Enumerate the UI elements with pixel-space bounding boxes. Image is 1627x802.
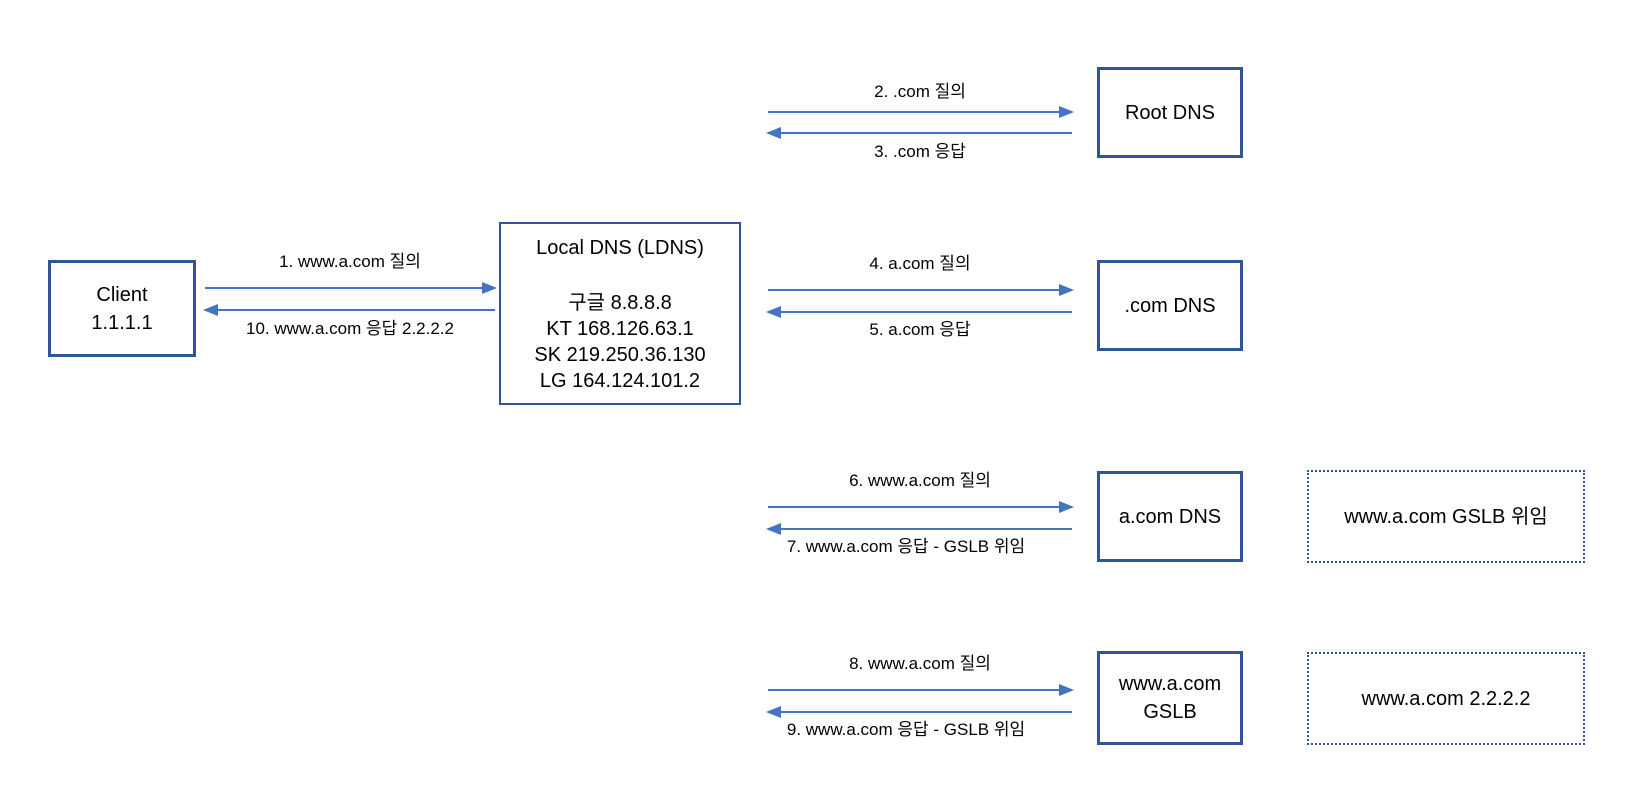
arrow-7-acom-to-ldns [768, 528, 1072, 530]
arrow-label-4-query: 4. a.com 질의 [869, 254, 971, 273]
root-dns-box: Root DNS [1097, 67, 1243, 158]
arrow-label-1-query: 1. www.a.com 질의 [279, 252, 421, 271]
root-dns-label: Root DNS [1124, 101, 1216, 124]
ldns-entry-kt: KT 168.126.63.1 [546, 318, 694, 340]
arrow-10-ldns-to-client [205, 309, 495, 311]
arrow-label-2-query: 2. .com 질의 [874, 82, 966, 101]
ldns-entry-lg: LG 164.124.101.2 [539, 370, 701, 392]
arrow-label-5-response: 5. a.com 응답 [869, 320, 971, 339]
arrow-label-7-response: 7. www.a.com 응답 - GSLB 위임 [786, 537, 1026, 556]
arrow-3-root-to-ldns [768, 132, 1072, 134]
gslb-result-note-box: www.a.com 2.2.2.2 [1307, 652, 1585, 745]
client-ip: 1.1.1.1 [91, 311, 153, 334]
arrow-label-3-response: 3. .com 응답 [874, 142, 966, 161]
gslb-delegation-note-box: www.a.com GSLB 위임 [1307, 470, 1585, 563]
acom-dns-label: a.com DNS [1118, 505, 1222, 528]
arrow-1-client-to-ldns [205, 287, 495, 289]
arrow-label-8-query: 8. www.a.com 질의 [849, 654, 991, 673]
gslb-box: www.a.com GSLB [1097, 651, 1243, 745]
arrow-9-gslb-to-ldns [768, 711, 1072, 713]
arrow-5-com-to-ldns [768, 311, 1072, 313]
local-dns-box: Local DNS (LDNS) 구글 8.8.8.8 KT 168.126.6… [499, 222, 741, 405]
ldns-entry-google: 구글 8.8.8.8 [568, 292, 672, 314]
ldns-entry-sk: SK 219.250.36.130 [534, 344, 706, 366]
acom-dns-box: a.com DNS [1097, 471, 1243, 562]
com-dns-label: .com DNS [1124, 294, 1216, 317]
arrow-label-10-response: 10. www.a.com 응답 2.2.2.2 [246, 319, 454, 338]
arrow-label-6-query: 6. www.a.com 질의 [849, 471, 991, 490]
gslb-delegation-label: www.a.com GSLB 위임 [1344, 505, 1548, 528]
arrow-6-ldns-to-acom [768, 506, 1072, 508]
gslb-label-domain: www.a.com [1118, 673, 1222, 695]
client-box: Client 1.1.1.1 [48, 260, 196, 357]
arrow-4-ldns-to-com [768, 289, 1072, 291]
local-dns-title: Local DNS (LDNS) [536, 237, 704, 259]
arrow-label-9-response: 9. www.a.com 응답 - GSLB 위임 [786, 720, 1026, 739]
gslb-result-label: www.a.com 2.2.2.2 [1361, 687, 1531, 710]
arrow-2-ldns-to-root [768, 111, 1072, 113]
gslb-label-name: GSLB [1143, 701, 1197, 723]
client-label: Client [96, 283, 148, 306]
com-dns-box: .com DNS [1097, 260, 1243, 351]
arrow-8-ldns-to-gslb [768, 689, 1072, 691]
